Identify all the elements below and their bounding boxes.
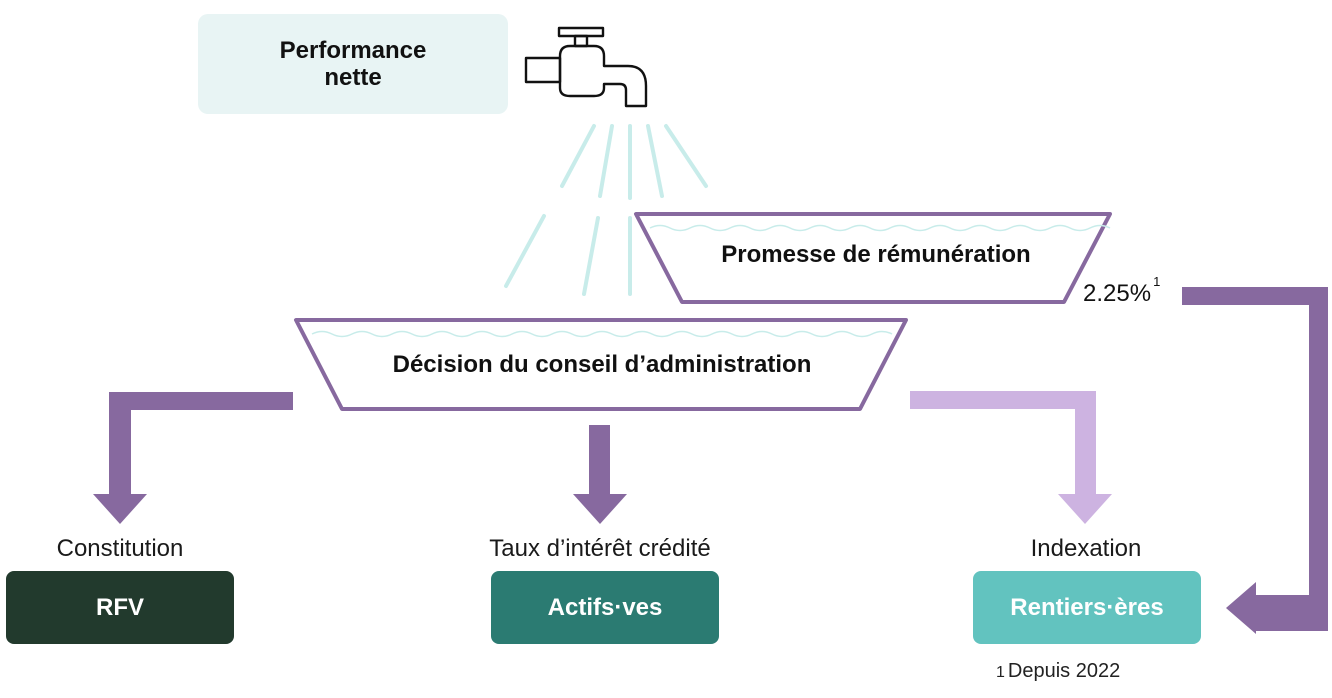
faucet-icon bbox=[524, 26, 648, 108]
rate-value: 2.25% bbox=[1083, 280, 1152, 307]
rfv-label: RFV bbox=[96, 593, 144, 621]
arrow-to-rentiers-light bbox=[910, 391, 1112, 524]
rfv-box: RFV bbox=[6, 571, 234, 644]
performance-nette-box: Performance nette bbox=[198, 14, 508, 114]
caption-constitution: Constitution bbox=[56, 535, 184, 562]
decision-basin bbox=[294, 318, 908, 411]
caption-taux: Taux d’intérêt crédité bbox=[489, 535, 711, 562]
decision-label: Décision du conseil d’administration bbox=[392, 351, 812, 378]
arrow-promesse-to-rentiers bbox=[1182, 287, 1328, 634]
actifs-label: Actifs·ves bbox=[547, 593, 663, 621]
performance-line2: nette bbox=[324, 64, 382, 91]
rentiers-box: Rentiers·ères bbox=[973, 571, 1201, 644]
rentiers-label: Rentiers·ères bbox=[1010, 593, 1164, 621]
footnote-text: Depuis 2022 bbox=[1007, 660, 1121, 682]
promesse-basin bbox=[634, 212, 1112, 304]
caption-indexation: Indexation bbox=[1030, 535, 1142, 562]
rate-note-ref: 1 bbox=[1153, 274, 1161, 289]
rate-label: 2.25%1 bbox=[1083, 274, 1160, 308]
water-streams bbox=[504, 124, 708, 296]
arrow-to-rfv bbox=[93, 392, 293, 524]
promesse-label: Promesse de rémunération bbox=[721, 241, 1031, 268]
actifs-box: Actifs·ves bbox=[491, 571, 719, 644]
arrow-to-actifs bbox=[573, 425, 627, 524]
footnote-mark: 1 bbox=[996, 664, 1005, 681]
performance-line1: Performance bbox=[279, 37, 427, 64]
